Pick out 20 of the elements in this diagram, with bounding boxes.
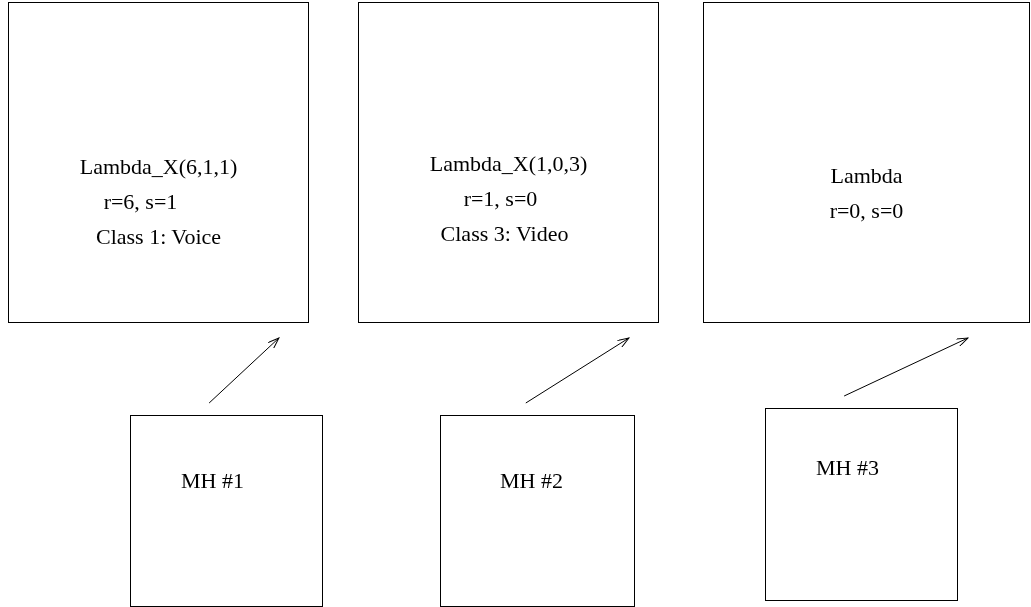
box-label: Class 1: Voice — [95, 223, 222, 251]
box-label: Lambda — [830, 162, 903, 190]
process-box — [130, 415, 323, 607]
box-label: MH #1 — [181, 467, 244, 495]
box-label: r=0, s=0 — [829, 197, 904, 225]
box-label: Class 3: Video — [440, 220, 569, 248]
box-label: Lambda_X(6,1,1) — [79, 153, 238, 181]
box-label: r=1, s=0 — [463, 185, 538, 213]
box-label: Lambda_X(1,0,3) — [429, 150, 588, 178]
arrow — [208, 337, 280, 404]
box-label: MH #3 — [816, 454, 879, 482]
process-box — [440, 415, 635, 607]
process-box — [765, 408, 958, 601]
arrow — [525, 337, 630, 404]
box-label: r=6, s=1 — [103, 188, 178, 216]
process-box — [358, 2, 659, 323]
process-box — [703, 2, 1030, 323]
box-label: MH #2 — [500, 467, 563, 495]
process-box — [8, 2, 309, 323]
arrow — [843, 337, 969, 397]
